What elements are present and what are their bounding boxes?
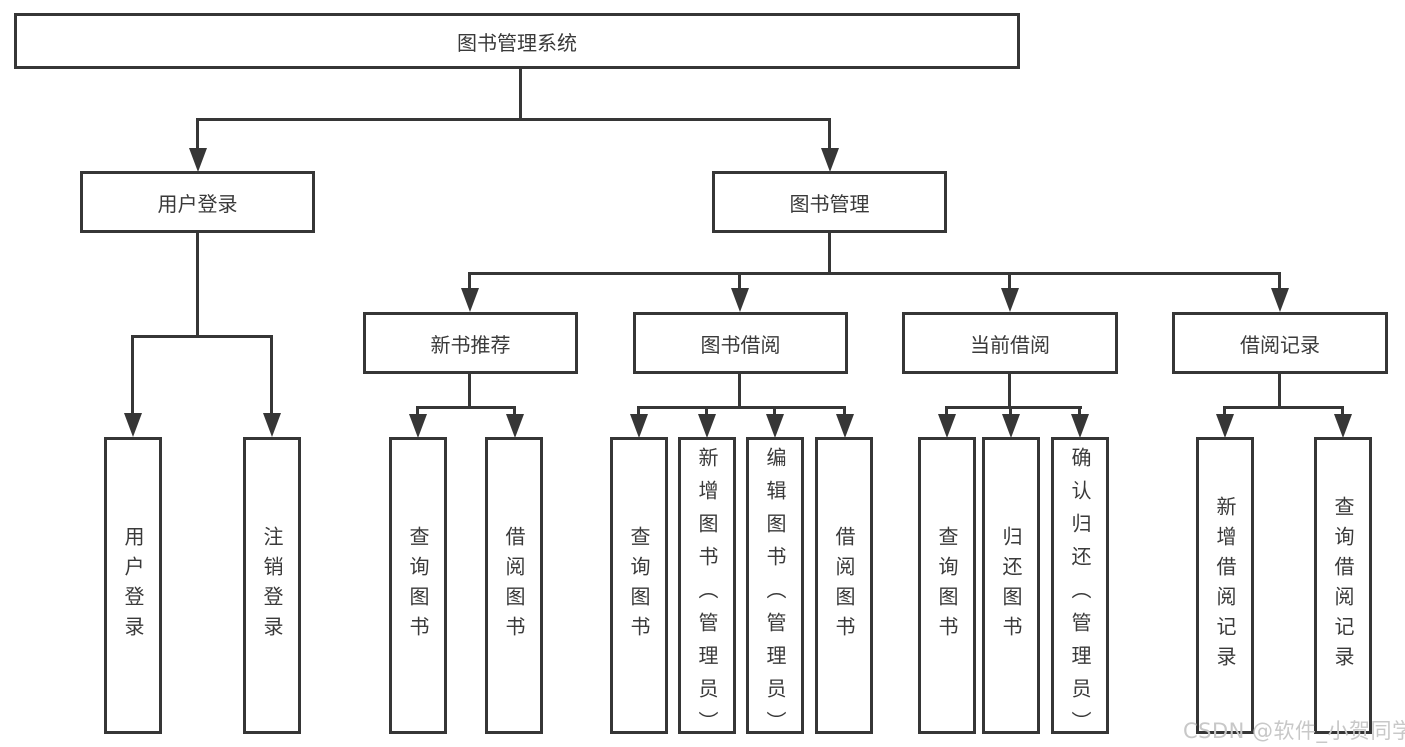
down-arrowhead-icon <box>1071 414 1089 438</box>
connector-bookmgmt-drop-1 <box>738 272 741 289</box>
connector-bookmgmt-drop-3 <box>1278 272 1281 289</box>
node-label: 用户登录 <box>157 191 238 216</box>
connector-bookborrow-drop-2 <box>773 406 776 414</box>
leaf-label: 查询图书 <box>935 525 959 646</box>
connector-bookmgmt-drop-0 <box>468 272 471 289</box>
leaf-borrow-books: 借阅图书 <box>815 437 873 734</box>
connector-root-horizontal <box>196 118 831 121</box>
connector-borrowrecord-stem <box>1278 374 1281 406</box>
connector-bookborrow-stem <box>738 374 741 406</box>
connector-currentborrow-drop-2 <box>1078 406 1081 414</box>
leaf-add-borrow-record: 新增借阅记录 <box>1196 437 1254 734</box>
node-book-management: 图书管理 <box>712 171 947 233</box>
node-label: 图书借阅 <box>700 332 781 357</box>
down-arrowhead-icon <box>698 414 716 438</box>
connector-borrowrecord-drop-0 <box>1223 406 1226 414</box>
connector-borrowrecord-drop-1 <box>1341 406 1344 414</box>
connector-bookmgmt-drop-2 <box>1008 272 1011 289</box>
connector-bookborrow-drop-1 <box>705 406 708 414</box>
connector-newbookrec-drop-0 <box>416 406 419 414</box>
node-label: 图书管理 <box>789 191 870 216</box>
leaf-label: 新增借阅记录 <box>1213 495 1237 676</box>
leaf-label: 查询图书 <box>406 525 430 646</box>
node-label: 借阅记录 <box>1240 332 1320 357</box>
leaf-label: 注销登录 <box>260 525 284 646</box>
connector-currentborrow-drop-1 <box>1009 406 1012 414</box>
leaf-logout: 注销登录 <box>243 437 301 734</box>
node-label: 当前借阅 <box>970 332 1050 357</box>
leaf-query-books-borrowing: 查询图书 <box>610 437 668 734</box>
connector-bookmgmt-horizontal <box>468 272 1281 275</box>
connector-root-drop-right <box>828 118 831 150</box>
down-arrowhead-icon <box>1001 288 1019 312</box>
leaf-label: 新增图书（管理员） <box>695 447 719 744</box>
node-user-login: 用户登录 <box>80 171 315 233</box>
connector-newbookrec-stem <box>468 374 471 406</box>
connector-userlogin-horizontal <box>131 335 273 338</box>
down-arrowhead-icon <box>263 413 281 437</box>
leaf-return-books: 归还图书 <box>982 437 1040 734</box>
down-arrowhead-icon <box>189 148 207 172</box>
down-arrowhead-icon <box>821 148 839 172</box>
down-arrowhead-icon <box>1216 414 1234 438</box>
leaf-label: 借阅图书 <box>502 525 526 646</box>
down-arrowhead-icon <box>630 414 648 438</box>
node-label: 图书管理系统 <box>457 30 577 55</box>
leaf-label: 归还图书 <box>999 525 1023 646</box>
connector-currentborrow-horizontal <box>945 406 1082 409</box>
leaf-label: 查询借阅记录 <box>1331 495 1355 676</box>
down-arrowhead-icon <box>461 288 479 312</box>
down-arrowhead-icon <box>731 288 749 312</box>
leaf-label: 用户登录 <box>121 525 145 646</box>
connector-root-drop-left <box>196 118 199 150</box>
down-arrowhead-icon <box>1271 288 1289 312</box>
connector-userlogin-stem <box>196 233 199 335</box>
node-new-book-recommend: 新书推荐 <box>363 312 578 374</box>
connector-bookborrow-drop-3 <box>843 406 846 414</box>
down-arrowhead-icon <box>836 414 854 438</box>
leaf-label: 查询图书 <box>627 525 651 646</box>
connector-root-stem <box>519 69 522 118</box>
connector-newbookrec-horizontal <box>416 406 516 409</box>
node-label: 新书推荐 <box>430 332 511 357</box>
connector-bookmgmt-stem <box>828 233 831 272</box>
connector-userlogin-drop-left <box>131 335 134 414</box>
node-current-borrowing: 当前借阅 <box>902 312 1118 374</box>
down-arrowhead-icon <box>409 414 427 438</box>
down-arrowhead-icon <box>1334 414 1352 438</box>
leaf-label: 确认归还（管理员） <box>1068 447 1092 744</box>
node-library-system: 图书管理系统 <box>14 13 1020 69</box>
leaf-add-books-admin: 新增图书（管理员） <box>678 437 736 744</box>
leaf-query-books-current: 查询图书 <box>918 437 976 734</box>
down-arrowhead-icon <box>506 414 524 438</box>
connector-currentborrow-stem <box>1008 374 1011 406</box>
leaf-confirm-return-admin: 确认归还（管理员） <box>1051 437 1109 744</box>
down-arrowhead-icon <box>1002 414 1020 438</box>
down-arrowhead-icon <box>766 414 784 438</box>
down-arrowhead-icon <box>124 413 142 437</box>
connector-borrowrecord-horizontal <box>1223 406 1344 409</box>
csdn-watermark: CSDN @软件_小贺同学 <box>1183 719 1405 743</box>
leaf-edit-books-admin: 编辑图书（管理员） <box>746 437 804 744</box>
connector-currentborrow-drop-0 <box>945 406 948 414</box>
leaf-query-borrow-record: 查询借阅记录 <box>1314 437 1372 734</box>
leaf-label: 借阅图书 <box>832 525 856 646</box>
leaf-borrow-books-recommend: 借阅图书 <box>485 437 543 734</box>
node-borrowing-records: 借阅记录 <box>1172 312 1388 374</box>
connector-newbookrec-drop-1 <box>513 406 516 414</box>
leaf-label: 编辑图书（管理员） <box>763 447 787 744</box>
down-arrowhead-icon <box>938 414 956 438</box>
leaf-user-login: 用户登录 <box>104 437 162 734</box>
leaf-query-books-recommend: 查询图书 <box>389 437 447 734</box>
node-book-borrowing: 图书借阅 <box>633 312 848 374</box>
connector-userlogin-drop-right <box>270 335 273 414</box>
connector-bookborrow-horizontal <box>637 406 846 409</box>
connector-bookborrow-drop-0 <box>637 406 640 414</box>
